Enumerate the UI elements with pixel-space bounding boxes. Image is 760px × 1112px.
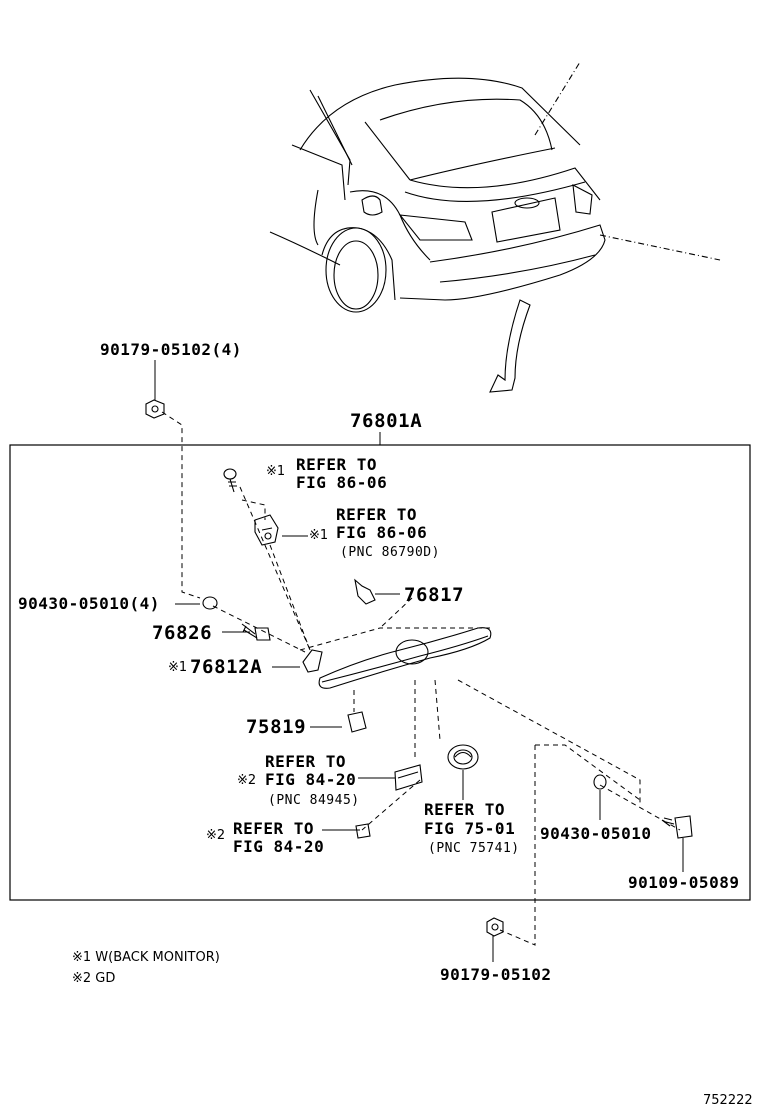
figure-id: 752222	[703, 1093, 753, 1108]
part-number-90430-right: 90430-05010	[540, 824, 652, 843]
footnote-2: ※2 GD	[72, 971, 116, 986]
ref1-line2: FIG 86-06	[296, 473, 388, 492]
ref1-line1: REFER TO	[296, 455, 378, 474]
ref3-pnc: (PNC 84945)	[268, 793, 360, 808]
screw-90179-bottom	[486, 917, 504, 937]
part-number-76817: 76817	[404, 584, 465, 606]
ref3-line2: FIG 84-20	[265, 770, 357, 789]
screw-refer-86-06	[223, 468, 237, 493]
clip-75819	[347, 711, 367, 733]
part-number-90430-left: 90430-05010(4)	[18, 594, 160, 613]
bracket-76812A	[302, 649, 323, 673]
garnish	[318, 627, 492, 689]
car-rear-illustration	[269, 77, 606, 313]
clip-76817	[354, 578, 376, 605]
ref2-line2: FIG 86-06	[336, 523, 428, 542]
ref2-pnc: (PNC 86790D)	[340, 545, 440, 560]
assembly-part-number: 76801A	[350, 410, 423, 432]
ref5-line2: FIG 75-01	[424, 819, 516, 838]
washer-90430-right	[593, 774, 607, 790]
bolt-76826	[241, 623, 271, 641]
part-number-75819: 75819	[246, 716, 307, 738]
direction-arrow	[489, 299, 531, 393]
part-number-90179-top: 90179-05102(4)	[100, 340, 242, 359]
part-number-90109: 90109-05089	[628, 873, 740, 892]
marker-1: ※1	[168, 660, 188, 675]
license-lamp	[394, 764, 423, 791]
back-camera	[254, 514, 279, 546]
lamp-screw	[355, 823, 371, 839]
marker-2: ※2	[237, 773, 257, 788]
screw-90179-top	[145, 399, 165, 419]
ref4-line2: FIG 84-20	[233, 837, 325, 856]
ref3-line1: REFER TO	[265, 752, 347, 771]
marker-1: ※1	[266, 464, 286, 479]
marker-1: ※1	[309, 528, 329, 543]
part-number-90179-bottom: 90179-05102	[440, 965, 552, 984]
part-number-76812A: 76812A	[190, 656, 263, 678]
emblem	[447, 744, 479, 770]
footnote-1: ※1 W(BACK MONITOR)	[72, 950, 220, 965]
ref5-line1: REFER TO	[424, 800, 506, 819]
ref5-pnc: (PNC 75741)	[428, 841, 520, 856]
washer-90430-left	[202, 596, 218, 610]
part-number-76826: 76826	[152, 622, 213, 644]
ref4-line1: REFER TO	[233, 819, 315, 838]
screw-90109	[661, 815, 693, 839]
ref2-line1: REFER TO	[336, 505, 418, 524]
marker-2: ※2	[206, 828, 226, 843]
